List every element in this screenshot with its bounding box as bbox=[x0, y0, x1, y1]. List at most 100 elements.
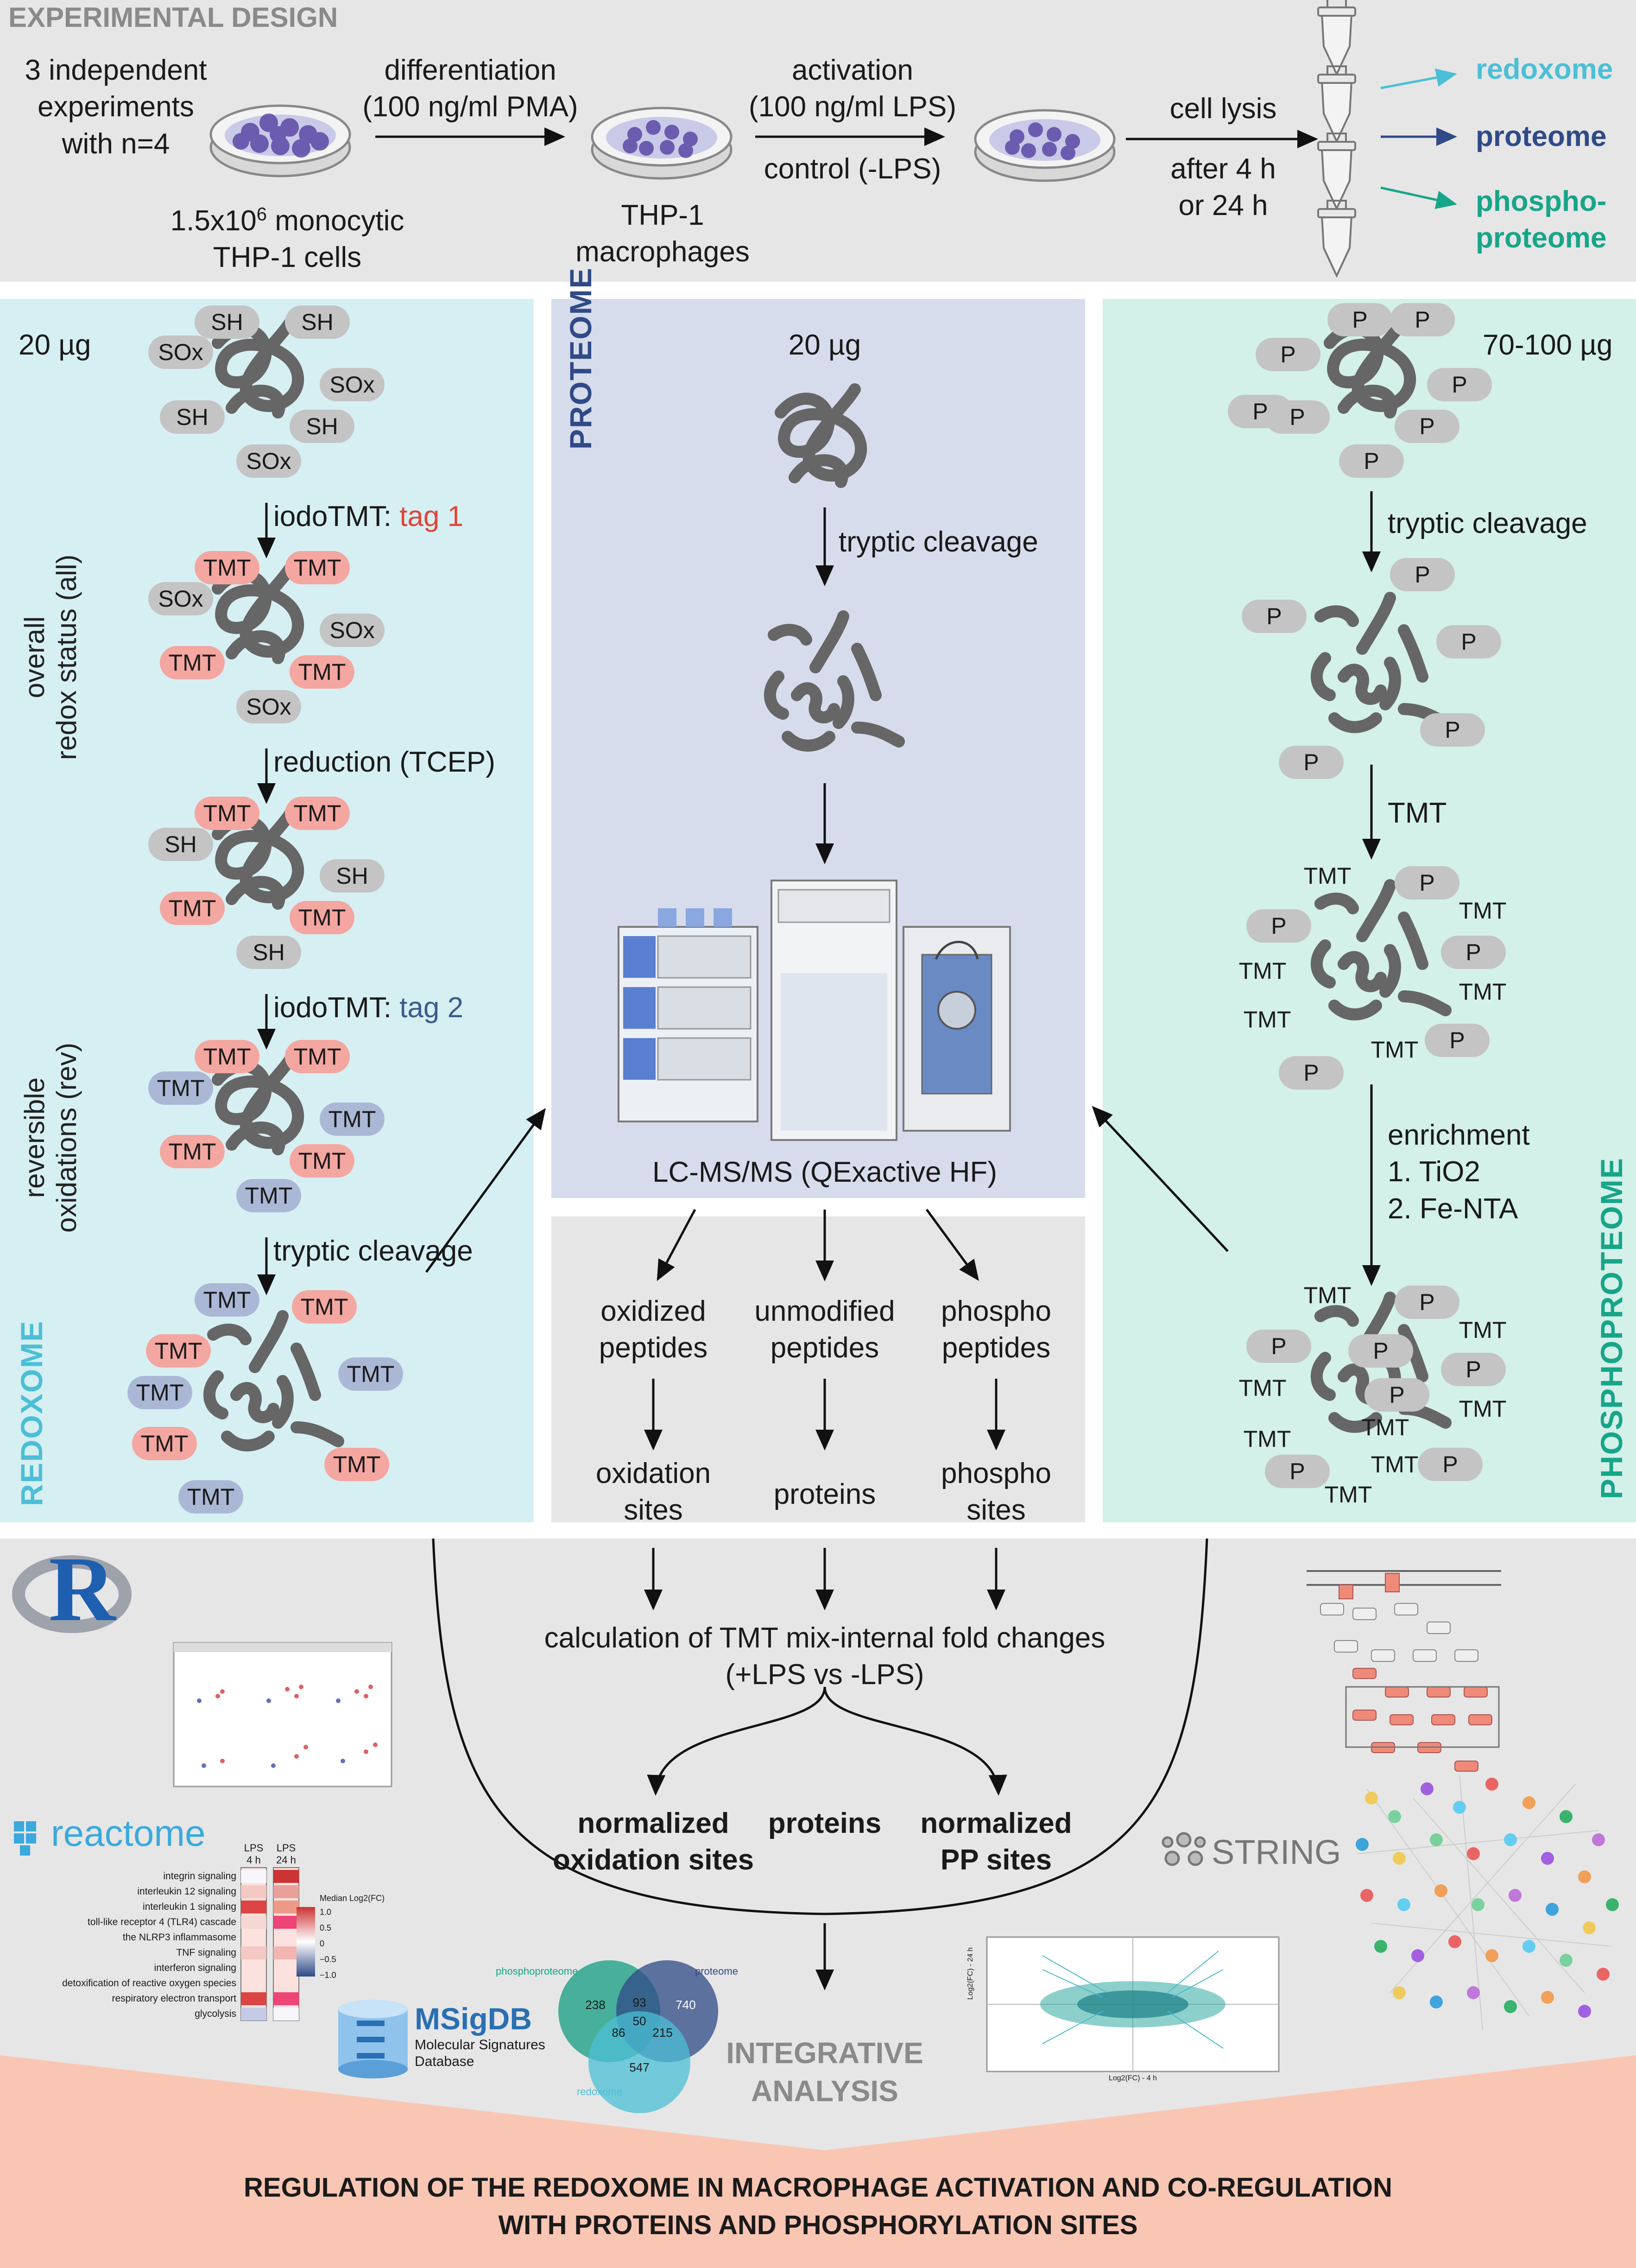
phospho-enriched-site: P bbox=[1441, 1353, 1506, 1386]
control-text: control (-LPS) bbox=[764, 153, 941, 185]
col2-peptides: unmodified peptides bbox=[754, 1295, 895, 1364]
phospho-p1-site: P bbox=[1427, 368, 1492, 401]
output-redoxome: redoxome bbox=[1476, 53, 1613, 85]
phospho-tmt-site: P bbox=[1441, 936, 1506, 969]
volcano-plots-thumbnail bbox=[173, 1642, 392, 1787]
phospho-step1: tryptic cleavage bbox=[1388, 507, 1587, 539]
msigdb-subtitle: Molecular Signatures Database bbox=[415, 2037, 545, 2069]
lysis-text: cell lysis bbox=[1169, 93, 1277, 125]
redox-side-rev: reversible oxidations (rev) bbox=[19, 1042, 82, 1233]
redox-p1-site: SOx bbox=[320, 368, 385, 401]
phospho-enriched-site: TMT bbox=[1324, 1482, 1372, 1508]
redox-p2-site: TMT bbox=[160, 646, 225, 679]
phospho-tmt-site: TMT bbox=[1243, 1007, 1291, 1033]
phospho-enriched-site: P bbox=[1265, 1455, 1330, 1488]
redox-step4: tryptic cleavage bbox=[273, 1235, 473, 1267]
redox-p4-site: TMT bbox=[320, 1102, 385, 1136]
phospho-enriched-site: TMT bbox=[1243, 1426, 1291, 1452]
phospho-enriched-site: TMT bbox=[1361, 1414, 1409, 1440]
heatmap-legend-tick: −0.5 bbox=[320, 1955, 336, 1964]
redox-p2-site: SOx bbox=[148, 582, 213, 615]
output-proteins: proteins bbox=[768, 1807, 882, 1839]
reactome-heatmap bbox=[240, 1867, 315, 2021]
proteome-panel-label: PROTEOME bbox=[563, 267, 598, 450]
venn-phospho-proteome: 93 bbox=[632, 1996, 646, 2009]
phosphoproteome-panel-label: PHOSPHOPROTEOME bbox=[1594, 1157, 1629, 1499]
pathway-diagram-thumbnail bbox=[1307, 1570, 1501, 1772]
heatmap-legend-tick: 0.5 bbox=[320, 1923, 332, 1932]
proteome-amount: 20 µg bbox=[788, 329, 861, 361]
col2-sites: proteins bbox=[773, 1478, 876, 1510]
heatmap-row-label: integrin signaling bbox=[163, 1871, 236, 1882]
string-network-thumbnail bbox=[1356, 1774, 1619, 2030]
output-proteome: proteome bbox=[1476, 120, 1607, 152]
phospho-step3: enrichment 1. TiO2 2. Fe-NTA bbox=[1388, 1119, 1530, 1225]
redox-p2-site: TMT bbox=[285, 551, 350, 584]
hm-legend-title: Median Log2(FC) bbox=[320, 1894, 385, 1903]
heatmap-row-label: interleukin 1 signaling bbox=[143, 1901, 236, 1912]
redox-fragment-site: TMT bbox=[292, 1290, 357, 1324]
heatmap-row-label: glycolysis bbox=[195, 2008, 236, 2019]
phospho-enriched-site: TMT bbox=[1238, 1375, 1287, 1401]
phospho-tmt-site: TMT bbox=[1459, 979, 1507, 1005]
redox-fragment-site: TMT bbox=[324, 1448, 389, 1481]
redox-p4-site: TMT bbox=[290, 1144, 354, 1178]
phospho-enriched-site: TMT bbox=[1459, 1396, 1507, 1422]
scatter-xlabel: Log2(FC) - 4 h bbox=[1108, 2074, 1157, 2082]
heatmap-row-label: toll-like receptor 4 (TLR4) cascade bbox=[88, 1917, 236, 1927]
phospho-enriched-site: TMT bbox=[1459, 1317, 1507, 1343]
heatmap-row-label: the NLRP3 inflammasome bbox=[122, 1932, 236, 1943]
phospho-p1-site: P bbox=[1265, 400, 1330, 434]
redox-p2-site: TMT bbox=[195, 551, 259, 584]
redox-side-all: overall redox status (all) bbox=[19, 554, 82, 760]
heatmap-legend-tick: 1.0 bbox=[320, 1907, 332, 1917]
venn-diagram bbox=[558, 1960, 718, 2113]
phospho-tmt-site: P bbox=[1279, 1056, 1344, 1090]
heatmap-legend-tick: 0 bbox=[320, 1939, 325, 1948]
phospho-tmt-site: TMT bbox=[1238, 958, 1287, 984]
venn-label-phospho: phosphoproteome bbox=[496, 1965, 578, 1977]
redox-p4-site: TMT bbox=[285, 1040, 350, 1073]
redox-p2-site: TMT bbox=[290, 655, 354, 689]
venn-proteome-redox: 215 bbox=[652, 2026, 673, 2040]
phospho-p1-site: P bbox=[1395, 410, 1459, 443]
heatmap-row-label: TNF signaling bbox=[176, 1947, 236, 1958]
heatmap-row-label: respiratory electron transport bbox=[112, 1993, 236, 2004]
phospho-p1-site: P bbox=[1339, 444, 1404, 478]
activation-text: activation (100 ng/ml LPS) bbox=[749, 54, 956, 123]
scatter-ylabel: Log2(FC) - 24 h bbox=[966, 1947, 974, 2000]
time-text: after 4 h or 24 h bbox=[1170, 153, 1276, 222]
redox-p3-site: SH bbox=[320, 859, 385, 893]
venn-label-redox: redoxome bbox=[577, 2086, 622, 2097]
redox-p4-site: TMT bbox=[236, 1179, 301, 1212]
redox-fragment-site: TMT bbox=[132, 1427, 197, 1460]
proteome-step1: tryptic cleavage bbox=[839, 526, 1038, 558]
redox-step3: iodoTMT: tag 2 bbox=[273, 992, 464, 1024]
integrative-analysis: INTEGRATIVE ANALYSIS bbox=[726, 2036, 923, 2108]
phospho-frag-site: P bbox=[1436, 625, 1501, 659]
phosphoproteome-panel bbox=[1103, 299, 1636, 1522]
redox-p1-site: SH bbox=[195, 305, 259, 339]
venn-proteome-only: 740 bbox=[676, 1998, 696, 2012]
macrophages-text: THP-1 macrophages bbox=[575, 199, 750, 268]
phospho-enriched-site: P bbox=[1418, 1448, 1483, 1481]
redox-p4-site: TMT bbox=[148, 1071, 213, 1105]
redox-p1-site: SH bbox=[160, 400, 225, 434]
venn-label-proteome: proteome bbox=[695, 1965, 738, 1977]
output-phosphoproteome: phospho- proteome bbox=[1476, 185, 1607, 254]
scatter-plot-thumbnail bbox=[986, 1936, 1280, 2072]
phospho-enriched-site: TMT bbox=[1371, 1451, 1419, 1477]
header-title: EXPERIMENTAL DESIGN bbox=[8, 2, 338, 33]
heatmap-row-label: interferon signaling bbox=[154, 1963, 236, 1973]
phospho-enriched-site: P bbox=[1395, 1286, 1459, 1319]
phospho-amount: 70-100 µg bbox=[1483, 329, 1613, 361]
col3-peptides: phospho peptides bbox=[941, 1295, 1051, 1364]
redox-p1-site: SH bbox=[285, 305, 350, 339]
phospho-tmt-site: TMT bbox=[1303, 863, 1352, 889]
redox-fragment-site: TMT bbox=[178, 1480, 243, 1514]
msigdb-logo: MSigDB bbox=[415, 2002, 532, 2036]
phospho-p1-site: P bbox=[1327, 303, 1392, 336]
phospho-step2: TMT bbox=[1388, 797, 1447, 829]
